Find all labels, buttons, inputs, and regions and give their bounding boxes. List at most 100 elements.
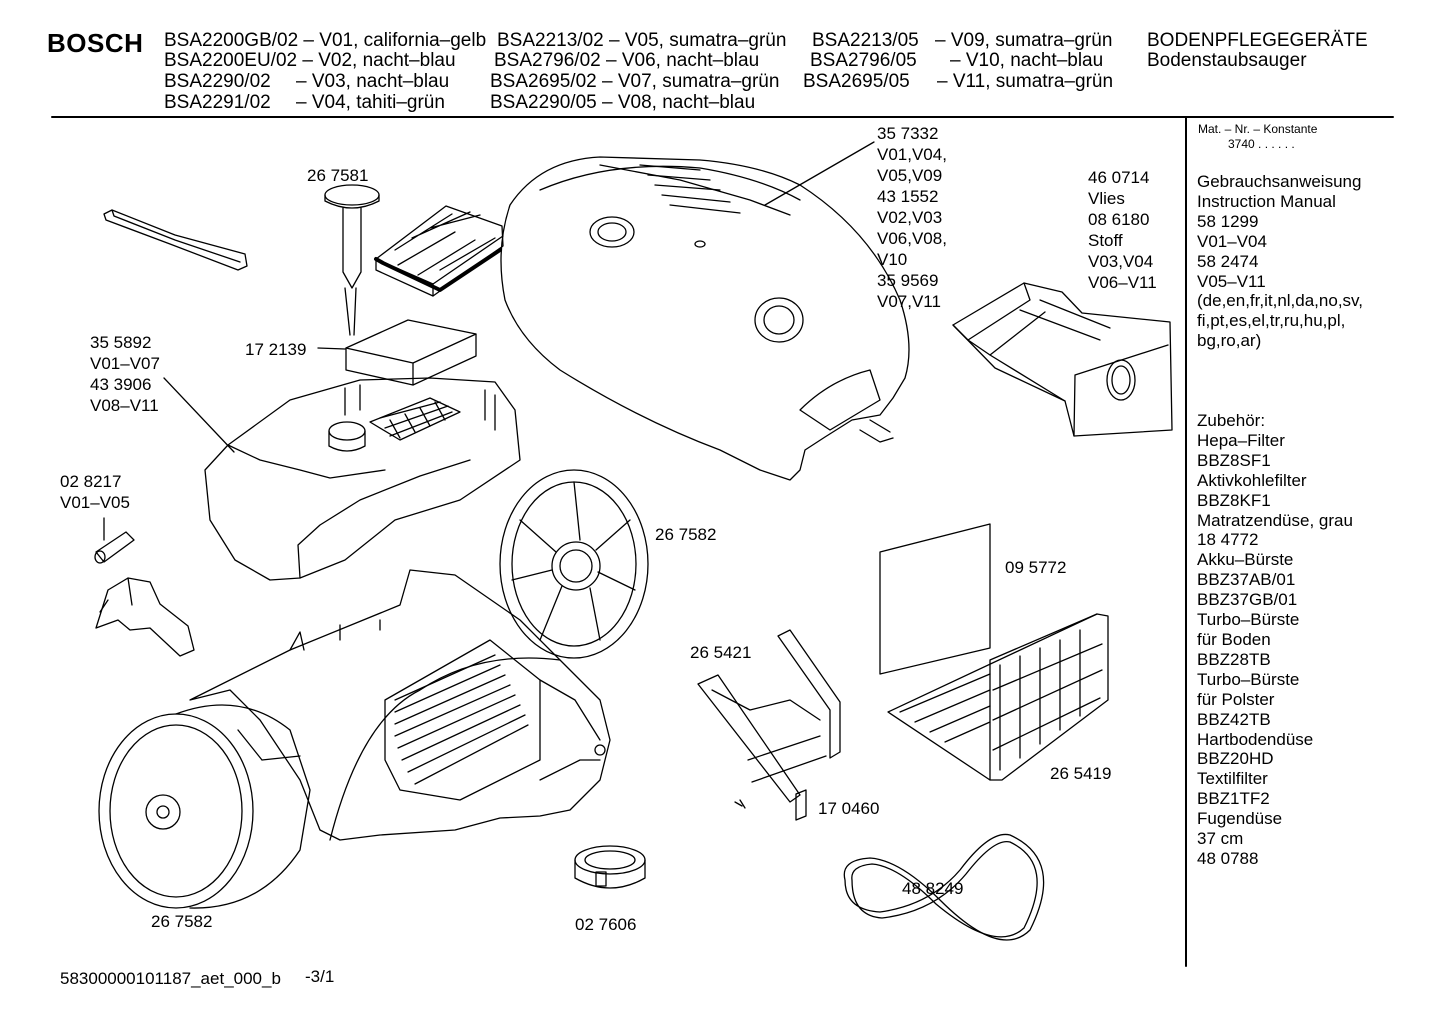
support-frame — [698, 630, 840, 820]
part-label-095772: 09 5772 — [1005, 558, 1067, 577]
manual-line-2: Instruction Manual — [1197, 191, 1336, 211]
top-cover — [501, 142, 909, 480]
accessory-line-1: Zubehör: — [1197, 411, 1266, 430]
manual-line-8: fi,pt,es,el,tr,ru,hu,pl, — [1197, 311, 1346, 331]
part-355892-line-1: 35 5892 — [90, 333, 152, 352]
model-row-2-b: BSA2796/02 – V06, nacht–blau — [494, 50, 760, 71]
accessory-line-13: BBZ28TB — [1197, 649, 1271, 669]
base-body — [190, 570, 610, 840]
accessory-line-7: 18 4772 — [1197, 530, 1259, 550]
part-label-355892: 35 5892 V01–V07 43 3906 V08–V11 — [90, 332, 160, 416]
filter-holder-pin — [325, 185, 379, 335]
brand-logo: BOSCH — [47, 28, 144, 58]
rear-wheel — [500, 470, 648, 658]
manual-line-9: bg,ro,ar) — [1197, 331, 1262, 351]
model-row-1-c: BSA2213/05 — [812, 30, 919, 51]
manual-line-7: (de,en,fr,it,nl,da,no,sv, — [1197, 291, 1363, 311]
model-row-2-c: BSA2796/05 — [810, 50, 917, 71]
mat-nr-label: Mat. – Nr. – Konstante — [1198, 122, 1318, 136]
filter-sheet — [880, 524, 990, 674]
filter-pad — [318, 320, 476, 385]
part-label-028217: 02 8217 V01–V05 — [60, 471, 130, 513]
accessory-line-2: Hepa–Filter — [1197, 430, 1285, 450]
model-row-4-b: – V04, tahiti–grün — [296, 92, 445, 113]
filter-housing — [164, 378, 520, 580]
category-subtitle: Bodenstaubsauger — [1147, 50, 1307, 71]
model-row-4-a: BSA2291/02 — [164, 92, 271, 113]
manual-line-4: V01–V04 — [1197, 231, 1267, 251]
part-357332-line-9: V07,V11 — [877, 292, 941, 311]
part-355892-line-3: 43 3906 — [90, 375, 152, 394]
page-number: -3/1 — [305, 967, 335, 986]
part-460714-line-3: 08 6180 — [1088, 210, 1150, 229]
seal-strip — [104, 210, 247, 270]
part-460714-line-4: Stoff — [1088, 231, 1123, 250]
part-357332-line-6: V06,V08, — [877, 229, 947, 248]
accessory-line-5: BBZ8KF1 — [1197, 490, 1271, 510]
part-355892-line-4: V08–V11 — [90, 396, 159, 415]
part-357332-line-4: 43 1552 — [877, 187, 939, 206]
part-label-267581: 26 7581 — [307, 166, 369, 185]
accessory-line-21: Fugendüse — [1197, 809, 1283, 829]
model-row-3-c: BSA2695/02 – V07, sumatra–grün — [490, 71, 780, 92]
part-460714-line-2: Vlies — [1088, 189, 1125, 208]
part-357332-line-5: V02,V03 — [877, 208, 943, 227]
accessory-line-11: Turbo–Bürste — [1197, 610, 1300, 630]
part-357332-line-1: 35 7332 — [877, 124, 939, 143]
model-row-1-d: – V09, sumatra–grün — [935, 30, 1113, 51]
part-label-265419: 26 5419 — [1050, 764, 1112, 783]
model-row-3-e: – V11, sumatra–grün — [937, 71, 1114, 92]
cable-cap — [575, 846, 645, 888]
accessory-line-4: Aktivkohlefilter — [1197, 470, 1307, 490]
part-label-357332: 35 7332 V01,V04, V05,V09 43 1552 V02,V03… — [877, 123, 947, 312]
hose-bracket — [96, 578, 194, 656]
part-label-267582-bottom: 26 7582 — [151, 912, 213, 931]
dust-bag — [953, 283, 1172, 436]
model-row-2-a: BSA2200EU/02 – V02, nacht–blau — [164, 50, 456, 71]
part-460714-line-1: 46 0714 — [1088, 168, 1150, 187]
part-label-460714: 46 0714 Vlies 08 6180 Stoff V03,V04 V06–… — [1088, 167, 1157, 293]
part-028217-line-1: 02 8217 — [60, 472, 122, 491]
model-row-2-d: – V10, nacht–blau — [950, 50, 1104, 71]
part-460714-line-5: V03,V04 — [1088, 252, 1154, 271]
manual-line-1: Gebrauchsanweisung — [1197, 172, 1362, 191]
document-id: 58300000101187_aet_000_b — [60, 969, 281, 988]
accessory-line-20: BBZ1TF2 — [1197, 789, 1270, 809]
model-row-1-b: BSA2213/02 – V05, sumatra–grün — [497, 30, 787, 51]
accessory-line-16: BBZ42TB — [1197, 709, 1271, 729]
accessory-line-15: für Polster — [1197, 689, 1275, 709]
part-357332-line-3: V05,V09 — [877, 166, 943, 185]
accessory-line-22: 37 cm — [1197, 829, 1244, 849]
part-028217-line-2: V01–V05 — [60, 493, 130, 512]
accessory-line-9: BBZ37AB/01 — [1197, 570, 1296, 590]
part-460714-line-6: V06–V11 — [1088, 273, 1157, 292]
manual-line-5: 58 2474 — [1197, 251, 1259, 271]
part-357332-line-7: V10 — [877, 250, 908, 269]
model-row-3-b: – V03, nacht–blau — [296, 71, 450, 92]
manual-info: Gebrauchsanweisung Instruction Manual 58… — [1197, 172, 1363, 351]
accessory-line-12: für Boden — [1197, 629, 1271, 649]
mat-nr-constant: 3740 . . . . . . — [1228, 137, 1295, 151]
accessories-list: Zubehör: Hepa–Filter BBZ8SF1 Aktivkohlef… — [1197, 411, 1353, 869]
accessory-line-3: BBZ8SF1 — [1197, 450, 1271, 470]
manual-line-3: 58 1299 — [1197, 211, 1259, 231]
part-label-267582-top: 26 7582 — [655, 525, 717, 544]
part-label-170460: 17 0460 — [818, 799, 880, 818]
drive-belt — [844, 834, 1043, 940]
accessory-line-8: Akku–Bürste — [1197, 550, 1294, 570]
accessory-line-10: BBZ37GB/01 — [1197, 590, 1298, 610]
accessory-line-17: Hartbodendüse — [1197, 729, 1314, 749]
model-row-4-c: BSA2290/05 – V08, nacht–blau — [490, 92, 756, 113]
grille-frame — [888, 614, 1108, 780]
accessory-line-6: Matratzendüse, grau — [1197, 510, 1353, 530]
accessory-line-19: Textilfilter — [1197, 769, 1268, 789]
front-wheel — [99, 705, 310, 908]
model-row-3-d: BSA2695/05 — [803, 71, 910, 92]
filter-cassette — [376, 206, 503, 296]
manual-line-6: V05–V11 — [1197, 271, 1266, 291]
cable-roller — [95, 518, 134, 563]
part-label-027606: 02 7606 — [575, 915, 637, 934]
part-355892-line-2: V01–V07 — [90, 354, 160, 373]
part-357332-line-2: V01,V04, — [877, 145, 947, 164]
accessory-line-18: BBZ20HD — [1197, 749, 1274, 769]
